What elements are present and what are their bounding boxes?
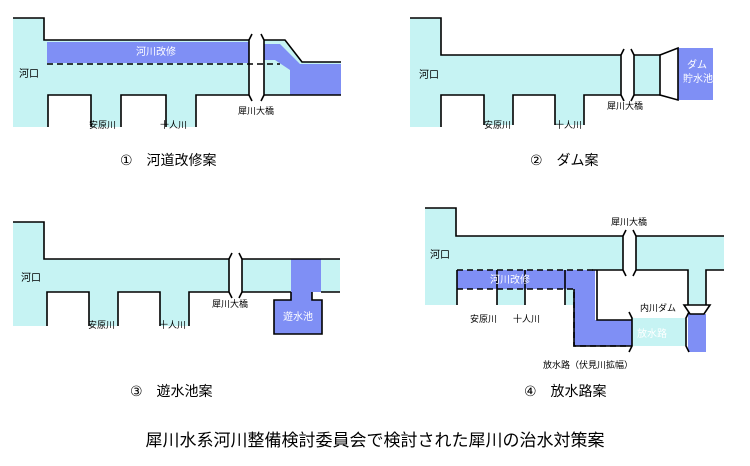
river-improvement-zone bbox=[47, 42, 249, 63]
label-bridge: 犀川大橋 bbox=[238, 105, 274, 117]
caption-plan-4: ④ 放水路案 bbox=[524, 383, 607, 400]
caption-plan-3: ③ 遊水池案 bbox=[130, 383, 213, 400]
caption-plan-1: ① 河道改修案 bbox=[120, 152, 217, 169]
bridge-marker bbox=[620, 48, 635, 102]
floodway-bridge-marker bbox=[628, 311, 690, 353]
label-bridge: 犀川大橋 bbox=[212, 298, 248, 310]
label-improvement: 河川改修 bbox=[136, 45, 176, 58]
river-improvement-zone bbox=[457, 270, 632, 346]
label-pond: 遊水池 bbox=[283, 310, 313, 323]
label-floodway-note: 放水路（伏見川拡幅） bbox=[543, 359, 633, 371]
river-main-channel bbox=[13, 222, 229, 326]
label-floodway: 放水路 bbox=[637, 327, 667, 340]
label-estuary: 河口 bbox=[21, 272, 41, 284]
label-improvement: 河川改修 bbox=[490, 273, 530, 286]
label-bridge: 犀川大橋 bbox=[611, 216, 647, 228]
panel-river-improvement: 河口 河川改修 安原川 十人川 犀川大橋 ① 河道改修案 bbox=[13, 17, 341, 169]
river-upper-section bbox=[634, 55, 660, 95]
label-tributary-b: 十人川 bbox=[159, 319, 186, 331]
label-inner-dam: 内川ダム bbox=[640, 302, 676, 314]
label-tributary-a: 安原川 bbox=[484, 119, 511, 131]
dam-wall bbox=[659, 46, 679, 102]
river-outline bbox=[425, 207, 724, 305]
dam-reservoir bbox=[678, 48, 713, 100]
floodway-channel-ext bbox=[632, 318, 686, 346]
pond-outline bbox=[273, 292, 323, 335]
label-tributary-a: 安原川 bbox=[89, 119, 116, 131]
label-reservoir: 貯水池 bbox=[683, 72, 713, 85]
inner-dam-wall bbox=[682, 304, 712, 315]
label-estuary: 河口 bbox=[19, 68, 39, 80]
label-estuary: 河口 bbox=[419, 69, 439, 81]
panel-retention-pond: 河口 遊水池 安原川 十人川 犀川大橋 ③ 遊水池案 bbox=[13, 221, 340, 400]
river-outline bbox=[410, 17, 660, 127]
label-tributary-b: 十人川 bbox=[555, 119, 582, 131]
label-tributary-a: 安原川 bbox=[470, 313, 497, 325]
retention-pond bbox=[274, 259, 322, 334]
caption-plan-2: ② ダム案 bbox=[530, 152, 599, 169]
river-outline bbox=[13, 221, 340, 326]
river-improvement-zone-upper bbox=[264, 44, 341, 95]
label-tributary-a: 安原川 bbox=[88, 319, 115, 331]
inner-dam-reservoir bbox=[688, 314, 706, 352]
panel-dam: 河口 ダム 貯水池 安原川 十人川 犀川大橋 ② ダム案 bbox=[410, 17, 713, 169]
label-dam: ダム bbox=[687, 58, 707, 71]
bridge-marker bbox=[248, 33, 265, 102]
river-outline bbox=[13, 17, 341, 127]
label-tributary-b: 十人川 bbox=[160, 119, 187, 131]
label-estuary: 河口 bbox=[430, 249, 450, 261]
river-upper-section bbox=[636, 236, 724, 305]
river-main-channel bbox=[410, 18, 621, 127]
label-tributary-b: 十人川 bbox=[513, 313, 540, 325]
panel-floodway: 河口 河川改修 放水路 内川ダム 安原川 十人川 犀川大橋 放水路（伏見川拡幅）… bbox=[425, 207, 724, 400]
bridge-marker bbox=[622, 229, 637, 277]
label-bridge: 犀川大橋 bbox=[607, 100, 643, 112]
improvement-boundary-dashed bbox=[457, 269, 630, 347]
bridge-marker bbox=[228, 252, 243, 299]
figure-title: 犀川水系河川整備検討委員会で検討された犀川の治水対策案 bbox=[146, 431, 605, 451]
